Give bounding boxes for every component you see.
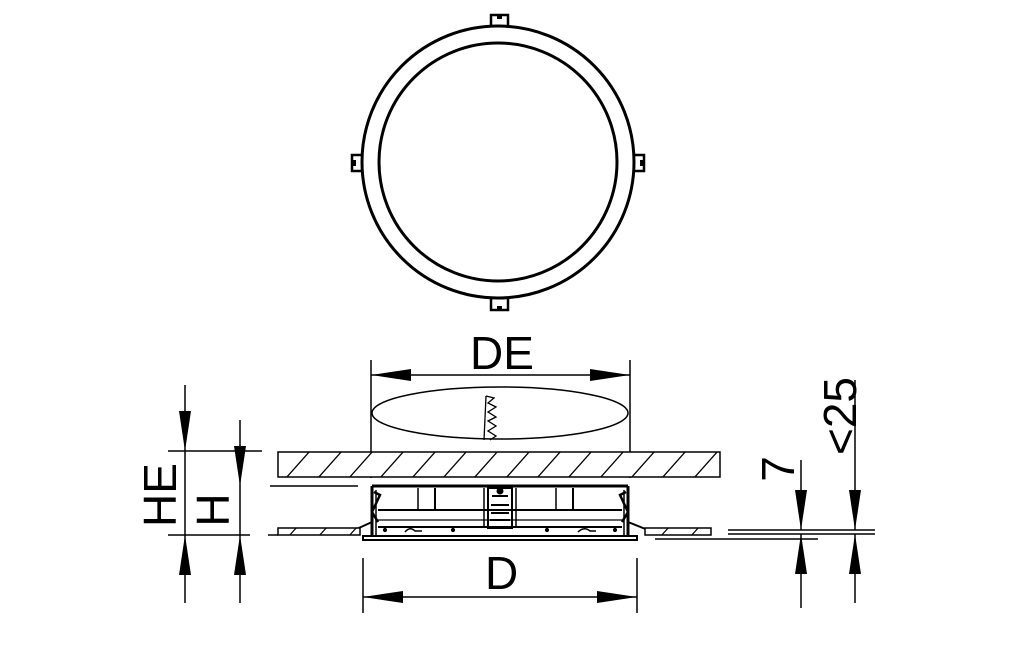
top-view [350,13,646,312]
clip-tab-right [634,153,646,173]
ceiling-slab [277,451,721,478]
d-label: D [485,547,519,599]
luminaire-section [349,484,649,541]
cutout-ellipse [371,386,629,440]
lt25-label: <25 [814,376,866,456]
lower-ceiling-board [277,527,712,536]
clip-tab-left [350,153,362,173]
clip-tab-bottom [489,298,510,312]
trim-flange [362,535,638,541]
clip-tab-top [489,13,510,26]
he-label: HE [134,463,186,527]
h-label: H [187,493,239,527]
inner-aperture [377,41,619,283]
de-label: DE [470,327,534,379]
seven-label: 7 [752,456,804,482]
d-dimension [362,558,638,613]
saw-icon [483,395,498,441]
outer-ring [360,24,636,300]
